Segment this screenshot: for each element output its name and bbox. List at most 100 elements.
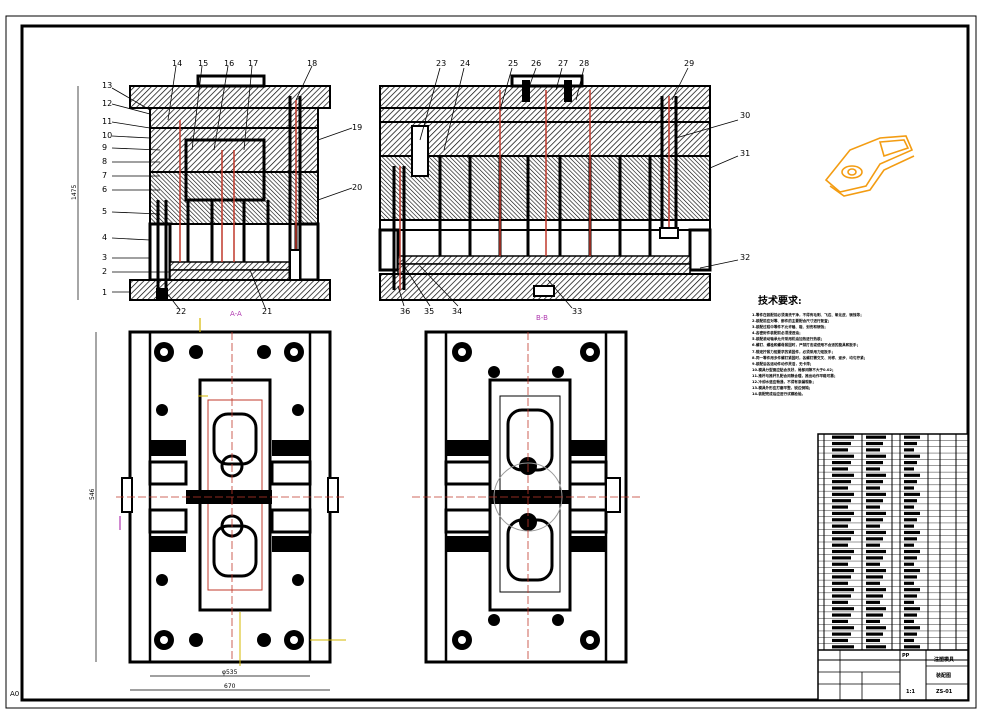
- callout-9: 9: [102, 143, 107, 152]
- callout-35: 35: [424, 307, 434, 316]
- bom-cell-text: [832, 613, 851, 617]
- bom-cell-text: [904, 600, 914, 604]
- title-block-material: PP: [902, 653, 910, 659]
- bom-cell-text: [904, 588, 920, 592]
- callout-20: 20: [352, 183, 362, 192]
- callout-29: 29: [684, 59, 694, 68]
- callout-30: 30: [740, 111, 750, 120]
- bom-cell-text: [866, 619, 880, 623]
- bom-cell-text: [832, 505, 848, 509]
- bom-cell-text: [832, 581, 848, 585]
- bom-cell-text: [832, 575, 851, 579]
- bom-cell-text: [904, 549, 920, 554]
- bom-cell-text: [866, 600, 880, 604]
- bom-cell-text: [866, 645, 886, 649]
- note-line: 3.装配过程中零件不允许磕、碰、划伤和锈蚀；: [752, 325, 828, 330]
- bom-cell-text: [866, 581, 880, 585]
- bom-cell-text: [832, 569, 854, 573]
- bom-cell-text: [904, 473, 920, 477]
- note-line: 11.推杆与推杆孔配合间隙合理，推出动作平稳可靠；: [752, 373, 838, 378]
- height-dimension: 1475: [71, 185, 78, 200]
- view-label-side: B-B: [536, 314, 548, 322]
- note-line: 9.装配后各运动件动作灵活，无卡滞；: [752, 361, 814, 366]
- fixed-half-plan-view: [412, 330, 640, 664]
- bom-cell-text: [832, 607, 854, 611]
- bom-cell-text: [832, 600, 848, 604]
- callout-4: 4: [102, 233, 107, 242]
- callout-22: 22: [176, 307, 186, 316]
- bom-cell-text: [904, 530, 920, 535]
- bom-cell-text: [866, 441, 883, 446]
- bom-cell-text: [866, 607, 886, 611]
- front-callout-labels: 14 15 16 17 18 13 12 11 10 9 8 7 6 5 4 3…: [102, 59, 362, 316]
- bom-cell-text: [832, 543, 848, 547]
- bom-cell-text: [866, 461, 883, 465]
- bom-cell-text: [866, 556, 883, 560]
- bom-cell-text: [832, 467, 848, 471]
- callout-13: 13: [102, 81, 112, 90]
- bom-cell-text: [832, 530, 854, 535]
- note-line: 2.装配前应对零、部件的主要配合尺寸进行复查；: [752, 319, 832, 324]
- front-section-view: [129, 74, 331, 301]
- callout-3: 3: [102, 253, 107, 262]
- callout-36: 36: [400, 307, 410, 316]
- note-line: 13.模具外形应打磨平整，锐边倒钝；: [752, 386, 813, 391]
- callout-27: 27: [558, 59, 568, 68]
- moving-half-plan-view: [116, 330, 346, 666]
- bom-cell-text: [832, 473, 854, 477]
- bom-cell-text: [832, 537, 851, 541]
- callout-31: 31: [740, 149, 750, 158]
- bom-cell-text: [832, 638, 848, 643]
- side-callout-labels: 23 24 25 26 27 28 29 30 31 32 33 34 35 3…: [400, 59, 750, 316]
- callout-32: 32: [740, 253, 750, 262]
- plan-outer-width-dimension: 670: [224, 683, 236, 690]
- callout-5: 5: [102, 207, 107, 216]
- bom-cell-text: [904, 499, 917, 503]
- bom-cell-text: [832, 480, 851, 484]
- note-line: 8.同一零件用多件螺钉紧固时，各螺钉需交叉、对称、逐步、均匀拧紧；: [752, 355, 868, 360]
- callout-6: 6: [102, 185, 107, 194]
- callout-33: 33: [572, 307, 582, 316]
- bom-cell-text: [832, 556, 851, 560]
- bom-cell-text: [904, 613, 917, 617]
- bom-table: [817, 433, 969, 701]
- bom-cell-text: [904, 511, 920, 515]
- bom-cell-text: [904, 543, 914, 547]
- bom-cell-text: [904, 569, 920, 573]
- bom-cell-text: [904, 486, 914, 490]
- bom-cell-text: [866, 486, 880, 490]
- bom-cell-text: [904, 492, 920, 496]
- bom-cell-text: [866, 537, 883, 541]
- bom-cell-text: [866, 588, 886, 592]
- callout-16: 16: [224, 59, 234, 68]
- bom-cell-text: [904, 594, 917, 598]
- bom-cell-text: [866, 435, 886, 439]
- bom-cell-text: [866, 562, 880, 566]
- bom-cell-text: [832, 461, 851, 465]
- bom-cell-text: [904, 480, 917, 484]
- bom-cell-text: [866, 492, 886, 496]
- callout-28: 28: [579, 59, 589, 68]
- bom-cell-text: [832, 645, 854, 649]
- bom-cell-text: [832, 441, 851, 446]
- title-block-drawing-name: 装配图: [936, 673, 952, 679]
- title-block-scale: 1:1: [906, 689, 915, 695]
- callout-14: 14: [172, 59, 182, 68]
- bom-cell-text: [904, 645, 920, 649]
- note-line: 10.模具分型面应贴合良好，局部间隙不大于0.02；: [752, 367, 836, 372]
- bom-cell-text: [904, 626, 920, 630]
- bom-cell-text: [904, 537, 917, 541]
- bom-cell-text: [904, 556, 917, 560]
- callout-18: 18: [307, 59, 317, 68]
- bom-cell-text: [866, 575, 883, 579]
- bom-cell-text: [832, 619, 848, 623]
- note-line: 4.各密封件装配前必须浸透油；: [752, 331, 803, 336]
- bom-cell-text: [866, 626, 886, 630]
- bom-cell-text: [904, 607, 920, 611]
- callout-24: 24: [460, 59, 470, 68]
- callout-15: 15: [198, 59, 208, 68]
- note-line: 1.零件在装配前必须清洗干净，不得有毛刺、飞边、氧化皮、锈蚀等；: [752, 313, 864, 317]
- note-line: 12.冷却水道应畅通，不得有渗漏现象；: [752, 380, 816, 385]
- bom-cell-text: [832, 448, 848, 452]
